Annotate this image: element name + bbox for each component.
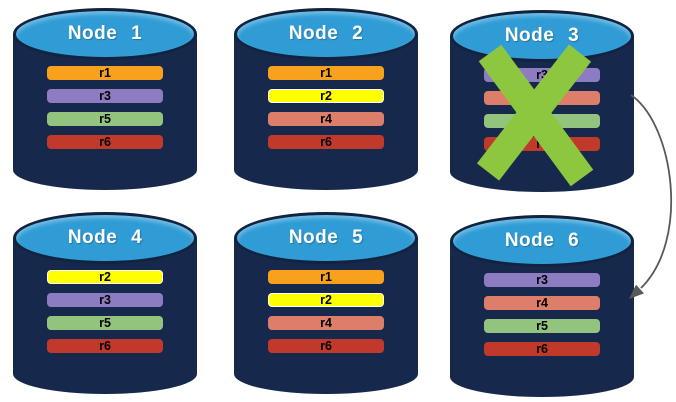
replica-bar: r2 [47, 270, 163, 284]
node-3-cylinder-top: Node 3 [450, 10, 634, 62]
node-4-title: Node 4 [67, 227, 143, 248]
replica-bar: r1 [47, 66, 163, 80]
rebalance-arrow [629, 94, 673, 299]
node-2-title: Node 2 [288, 23, 364, 44]
node-3: Node 3 r3 r4 r5 r6 [450, 10, 634, 192]
node-6-title: Node 6 [504, 230, 580, 251]
replica-bar: r5 [484, 114, 600, 128]
replica-bar: r4 [484, 296, 600, 310]
node-2-cylinder-top: Node 2 [234, 8, 418, 60]
replica-bar: r6 [268, 135, 384, 149]
node-5: Node 5 r1 r2 r4 r6 [234, 212, 418, 394]
node-3-replica-list: r3 r4 r5 r6 [484, 68, 600, 160]
replica-bar: r1 [268, 270, 384, 284]
replica-bar: r4 [484, 91, 600, 105]
node-5-title: Node 5 [288, 227, 364, 248]
node-2: Node 2 r1 r2 r4 r6 [234, 8, 418, 190]
node-5-replica-list: r1 r2 r4 r6 [268, 270, 384, 362]
replica-bar: r3 [484, 273, 600, 287]
replica-bar: r6 [268, 339, 384, 353]
replica-bar: r3 [47, 293, 163, 307]
replica-bar: r3 [484, 68, 600, 82]
node-6-replica-list: r3 r4 r5 r6 [484, 273, 600, 365]
replica-bar: r5 [47, 316, 163, 330]
replica-bar: r5 [47, 112, 163, 126]
node-6-cylinder-top: Node 6 [450, 215, 634, 267]
replica-bar: r6 [47, 339, 163, 353]
replica-bar: r4 [268, 316, 384, 330]
node-1-title: Node 1 [67, 23, 143, 44]
replica-bar: r3 [47, 89, 163, 103]
node-5-cylinder-top: Node 5 [234, 212, 418, 264]
node-4-cylinder-top: Node 4 [13, 212, 197, 264]
node-1-replica-list: r1 r3 r5 r6 [47, 66, 163, 158]
replica-bar: r2 [268, 89, 384, 103]
node-6: Node 6 r3 r4 r5 r6 [450, 215, 634, 397]
node-1: Node 1 r1 r3 r5 r6 [13, 8, 197, 190]
replica-bar: r6 [484, 342, 600, 356]
replica-bar: r4 [268, 112, 384, 126]
node-1-cylinder-top: Node 1 [13, 8, 197, 60]
node-4: Node 4 r2 r3 r5 r6 [13, 212, 197, 394]
replica-bar: r6 [484, 137, 600, 151]
node-2-replica-list: r1 r2 r4 r6 [268, 66, 384, 158]
replica-bar: r5 [484, 319, 600, 333]
replica-bar: r2 [268, 293, 384, 307]
node-3-title: Node 3 [504, 25, 580, 46]
replica-bar: r1 [268, 66, 384, 80]
replica-bar: r6 [47, 135, 163, 149]
node-4-replica-list: r2 r3 r5 r6 [47, 270, 163, 362]
